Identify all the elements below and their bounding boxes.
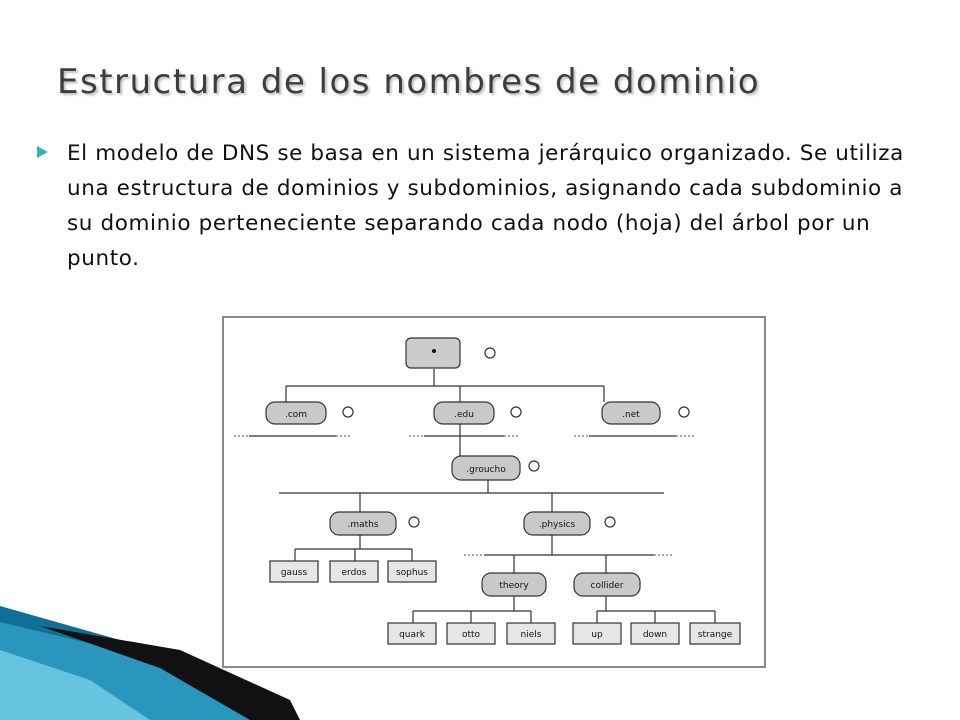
node-theory: theory (481, 572, 547, 597)
leaf-niels-label: niels (521, 630, 542, 640)
body-paragraph: El modelo de DNS se basa en un sistema j… (67, 141, 904, 271)
node-collider: collider (573, 572, 641, 597)
slide-title: Estructura de los nombres de dominio (57, 62, 761, 102)
node-theory-label: theory (499, 581, 529, 591)
leaf-strange: strange (689, 622, 741, 645)
node-edu: .edu (433, 401, 522, 425)
bullet-icon (37, 146, 48, 158)
leaf-sophus-label: sophus (396, 568, 428, 578)
leaf-erdos: erdos (329, 560, 379, 583)
node-net: .net (601, 401, 690, 425)
leaf-gauss: gauss (269, 560, 319, 583)
leaf-up-label: up (591, 630, 603, 640)
node-net-label: .net (622, 410, 640, 420)
dns-tree-diagram: .com .edu .net .groucho .maths .physics (234, 337, 741, 645)
leaf-sophus: sophus (387, 560, 437, 583)
leaf-otto-label: otto (462, 630, 481, 640)
node-com-label: .com (285, 410, 307, 420)
leaf-erdos-label: erdos (342, 568, 367, 578)
leaf-strange-label: strange (698, 630, 733, 640)
leaf-down: down (630, 622, 680, 645)
node-com: .com (265, 401, 354, 425)
node-root (405, 337, 496, 369)
leaf-gauss-label: gauss (281, 568, 308, 578)
dns-tree-figure: .com .edu .net .groucho .maths .physics (222, 316, 766, 668)
leaf-quark: quark (387, 622, 437, 645)
leaf-niels: niels (506, 622, 556, 645)
leaf-quark-label: quark (399, 630, 426, 640)
leaf-otto: otto (446, 622, 496, 645)
node-physics: .physics (523, 511, 616, 536)
node-maths-label: .maths (347, 520, 378, 530)
node-groucho-label: .groucho (466, 465, 506, 475)
leaf-up: up (572, 622, 622, 645)
node-collider-label: collider (591, 581, 624, 591)
node-maths: .maths (329, 511, 420, 536)
node-edu-label: .edu (454, 410, 474, 420)
node-physics-label: .physics (539, 520, 576, 530)
leaf-down-label: down (643, 630, 667, 640)
node-groucho: .groucho (451, 455, 540, 481)
